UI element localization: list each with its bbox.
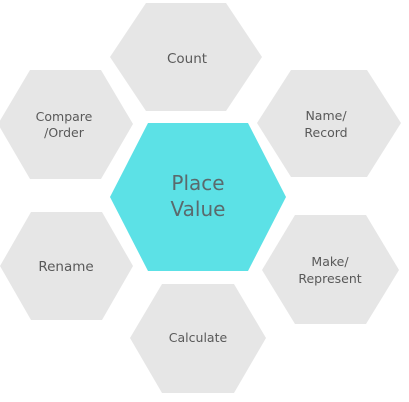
- node-label-calculate: Calculate: [169, 330, 228, 345]
- center-label-line2: Value: [171, 197, 226, 221]
- center-label-line1: Place: [171, 171, 224, 195]
- node-label-compare-order-1: Compare: [36, 109, 93, 124]
- hex-center-place-value: Place Value: [110, 123, 286, 271]
- node-label-name-record-1: Name/: [305, 108, 347, 123]
- hex-node-rename: Rename: [0, 212, 133, 320]
- hex-node-calculate: Calculate: [130, 284, 266, 393]
- node-label-compare-order-2: /Order: [44, 125, 85, 140]
- node-label-count: Count: [167, 51, 207, 67]
- hex-node-name-record: Name/ Record: [257, 70, 401, 177]
- hex-node-make-represent: Make/ Represent: [262, 215, 399, 324]
- node-label-make-represent-1: Make/: [311, 254, 349, 269]
- node-label-rename: Rename: [38, 259, 93, 275]
- node-label-make-represent-2: Represent: [298, 271, 361, 286]
- hex-node-count: Count: [110, 3, 262, 111]
- node-label-name-record-2: Record: [304, 125, 347, 140]
- hex-node-compare-order: Compare /Order: [0, 70, 133, 179]
